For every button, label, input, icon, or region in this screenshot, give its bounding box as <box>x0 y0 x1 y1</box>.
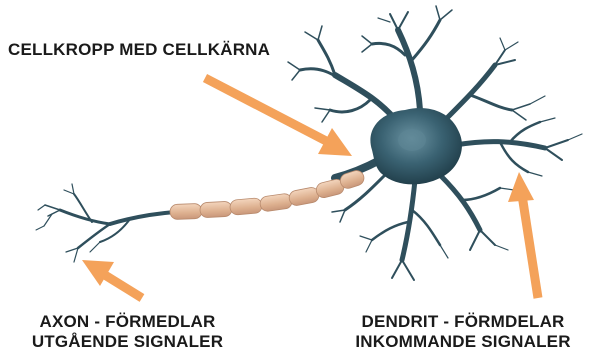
label-dendrite-line2: INKOMMANDE SIGNALER <box>330 332 596 352</box>
label-axon-line1: AXON - FÖRMEDLAR <box>20 312 235 332</box>
label-cell-body: CELLKROPP MED CELLKÄRNA <box>8 40 270 60</box>
label-dendrite: DENDRIT - FÖRMDELAR INKOMMANDE SIGNALER <box>330 312 596 352</box>
nucleus <box>398 129 426 151</box>
arrow-axon <box>82 260 142 298</box>
label-axon: AXON - FÖRMEDLAR UTGÅENDE SIGNALER <box>20 312 235 352</box>
cell-body <box>370 108 462 184</box>
label-axon-line2: UTGÅENDE SIGNALER <box>20 332 235 352</box>
arrow-cell-body <box>205 78 352 156</box>
label-dendrite-line1: DENDRIT - FÖRMDELAR <box>330 312 596 332</box>
label-cell-body-text: CELLKROPP MED CELLKÄRNA <box>8 40 270 59</box>
arrow-dendrite <box>508 172 538 298</box>
